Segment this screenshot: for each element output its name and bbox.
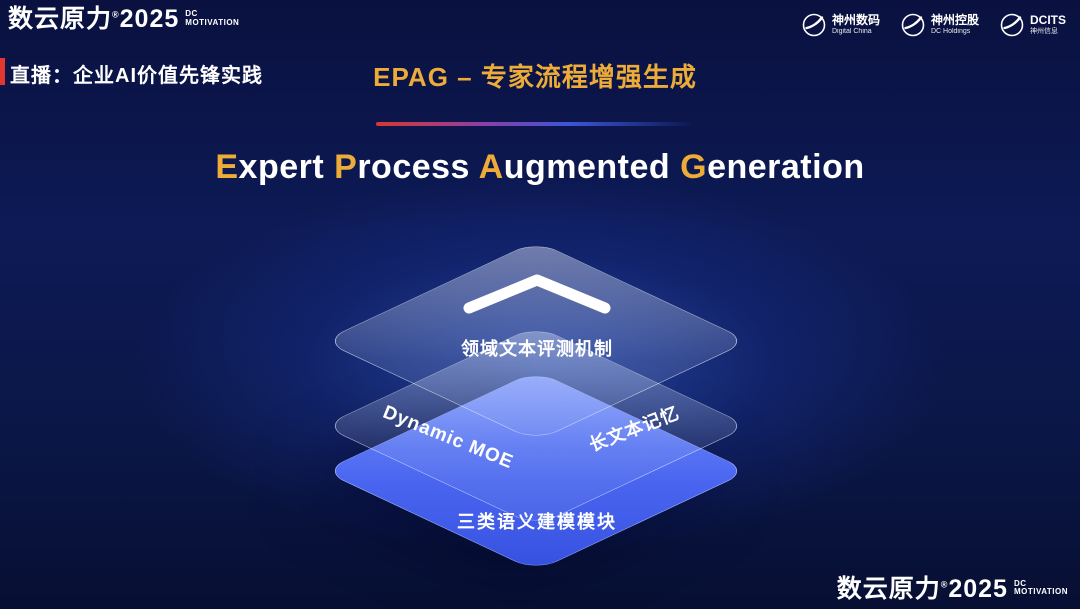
brand-name: 数云原力 <box>836 574 941 603</box>
subtitle-letter-e: E <box>215 148 239 186</box>
partner-name-en: DC Holdings <box>930 27 971 35</box>
subtitle-letter-g: G <box>680 148 708 186</box>
subtitle-word-xpert: xpert <box>238 148 335 186</box>
subtitle-word-rocess: rocess <box>357 148 479 186</box>
top-layer-label: 领域文本评测机制 <box>461 339 613 359</box>
brand-motivation: MOTIVATION <box>185 17 240 27</box>
page-title: EPAG – 专家流程增强生成 <box>373 62 697 92</box>
brand-subtext: DC MOTIVATION <box>1014 576 1068 598</box>
brand-wordmark: 数云原力®2025 <box>836 574 1008 604</box>
brand-reg-mark: ® <box>112 9 120 20</box>
digital-china-swirl-icon <box>802 13 826 37</box>
brand-reg-mark: ® <box>940 579 949 590</box>
brand-year: 2025 <box>948 574 1008 603</box>
title-gradient-rule <box>376 122 690 126</box>
brand-dc: DC <box>1013 578 1027 588</box>
subtitle-expert-process-augmented-generation: Expert Process Augmented Generation <box>0 148 1080 187</box>
brand-year: 2025 <box>119 5 180 33</box>
partner-name-cn: DCITS <box>1030 13 1066 28</box>
partner-name-en: 神州信息 <box>1030 27 1058 35</box>
partner-text: 神州控股 DC Holdings <box>930 13 979 36</box>
live-accent-bar <box>0 58 5 85</box>
partner-logos: 神州数码 Digital China 神州控股 DC Holdings DCIT… <box>801 12 1066 38</box>
brand-name: 数云原力 <box>8 5 113 33</box>
partner-name-cn: 神州控股 <box>930 13 979 28</box>
brand-subtext: DC MOTIVATION <box>185 6 239 28</box>
subtitle-word-eneration: eneration <box>707 148 865 186</box>
brand-motivation: MOTIVATION <box>1013 587 1068 597</box>
brand-dc: DC <box>185 9 198 18</box>
brand-logo-top-left: 数云原力®2025 DC MOTIVATION <box>8 5 239 34</box>
partner-text: DCITS 神州信息 <box>1030 13 1066 36</box>
partner-text: 神州数码 Digital China <box>831 13 880 36</box>
brand-wordmark: 数云原力®2025 <box>8 5 180 34</box>
brand-logo-bottom-right: 数云原力®2025 DC MOTIVATION <box>836 574 1068 604</box>
subtitle-letter-p: P <box>334 148 358 186</box>
dcits-swirl-icon <box>1000 13 1024 37</box>
partner-name-en: Digital China <box>831 27 872 35</box>
dc-holdings-swirl-icon <box>901 13 925 37</box>
partner-name-cn: 神州数码 <box>831 13 880 28</box>
partner-dc-holdings: 神州控股 DC Holdings <box>900 12 979 38</box>
bottom-layer-label: 三类语义建模模块 <box>457 512 617 532</box>
live-label: 直播：企业AI价值先锋实践 <box>10 65 263 87</box>
subtitle-letter-a: A <box>478 148 504 186</box>
partner-digital-china: 神州数码 Digital China <box>801 12 880 38</box>
subtitle-word-ugmented: ugmented <box>503 148 681 186</box>
chevron-up-icon <box>463 274 611 314</box>
partner-dcits: DCITS 神州信息 <box>999 12 1066 38</box>
